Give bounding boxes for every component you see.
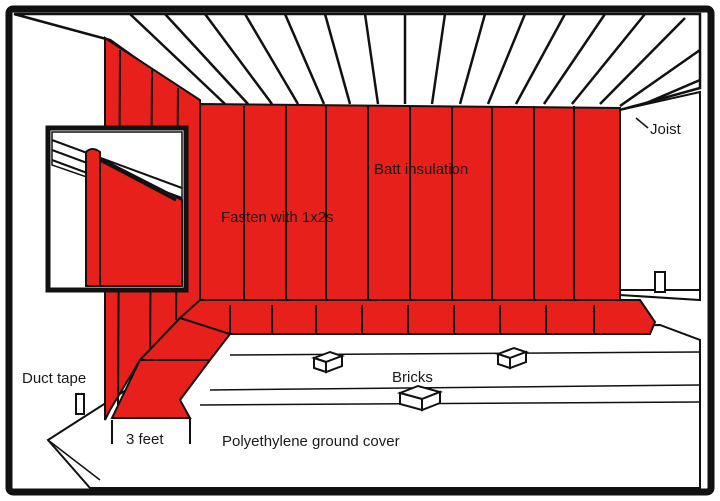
duct-tape-mark	[75, 393, 85, 415]
label-ground-cover: Polyethylene ground cover	[222, 433, 400, 450]
leader-lines	[635, 117, 649, 129]
label-duct-tape: Duct tape	[22, 370, 87, 387]
back-wall-insulation	[199, 102, 621, 301]
brick-left	[311, 350, 345, 374]
three-feet-dimension	[111, 418, 191, 444]
label-batt-insulation: Batt insulation	[374, 161, 469, 178]
brick-front	[396, 384, 444, 412]
bricks	[311, 346, 529, 412]
ground-lines	[47, 351, 701, 481]
brick-right	[495, 346, 529, 370]
inset-detail	[45, 125, 189, 293]
label-bricks: Bricks	[392, 369, 433, 386]
label-three-feet: 3 feet	[126, 431, 164, 448]
right-brick-pier	[654, 271, 666, 293]
label-fasten: Fasten with 1x2s	[221, 209, 334, 226]
label-joist: Joist	[650, 121, 681, 138]
floor-insulation	[179, 299, 657, 335]
